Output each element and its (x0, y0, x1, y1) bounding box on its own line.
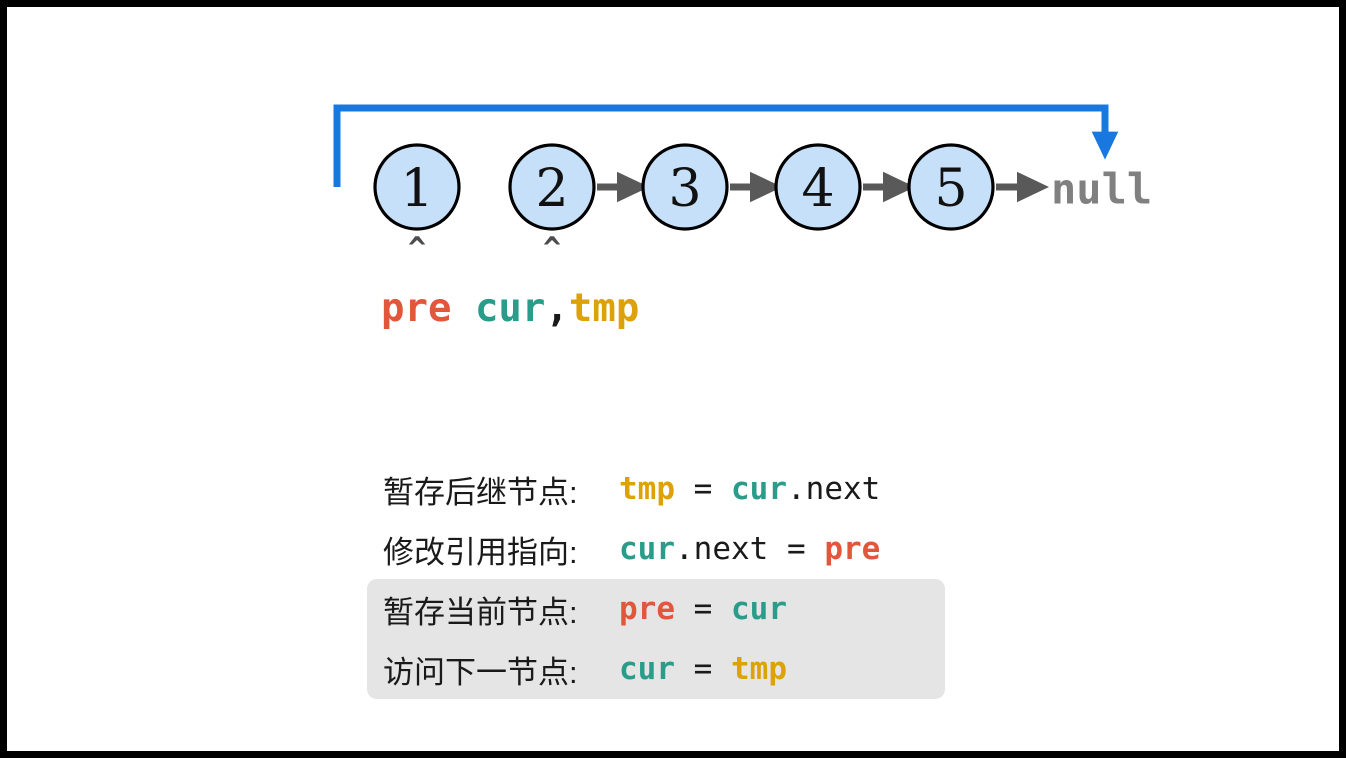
pointer-legend-token-pre: pre (381, 286, 452, 331)
step-label: 修改引用指向: (383, 534, 578, 570)
step-row: 暂存当前节点: pre = cur (367, 579, 945, 639)
list-node-value-1: 1 (400, 159, 433, 219)
code-token: pre (619, 591, 675, 627)
code-token: cur (731, 591, 787, 627)
list-node-value-2: 2 (535, 159, 568, 219)
list-node-circle-3 (641, 143, 729, 231)
list-node-circle-4 (774, 143, 862, 231)
step-label: 暂存当前节点: (383, 594, 578, 630)
list-node-value-4: 4 (801, 159, 834, 219)
linked-list-diagram: 1 2 3 4 5 null ^ ^ (7, 7, 1339, 751)
list-node-circle-5 (907, 143, 995, 231)
pointer-legend-token-cur: cur (474, 286, 546, 331)
list-node-value-3: 3 (668, 159, 701, 219)
step-row: 访问下一节点: cur = tmp (367, 639, 945, 699)
pointer-legend: pre cur,tmp (381, 289, 639, 328)
list-node-circle-2 (508, 143, 596, 231)
pointer-legend-token-: , (545, 286, 569, 331)
list-node-circle-1 (373, 143, 461, 231)
null-terminator-label: null (1051, 165, 1152, 214)
code-token: tmp (619, 471, 675, 507)
step-code: pre = cur (619, 591, 787, 627)
reversed-pointer-arrow (333, 104, 1119, 187)
caret-marker-pre: ^ (408, 232, 426, 267)
code-token: = (675, 591, 731, 627)
code-token: = (675, 651, 731, 687)
step-label: 暂存后继节点: (383, 474, 578, 510)
step-row: 修改引用指向: cur.next = pre (367, 519, 945, 579)
code-token: cur (731, 471, 787, 507)
step-label: 访问下一节点: (383, 654, 578, 690)
step-code: cur = tmp (619, 651, 787, 687)
step-row: 暂存后继节点: tmp = cur.next (367, 459, 945, 519)
step-code: tmp = cur.next (619, 471, 880, 507)
code-token: cur (619, 651, 675, 687)
code-token: cur (619, 531, 675, 567)
code-token: .next = (675, 531, 825, 567)
pointer-legend-token-tmp: tmp (568, 286, 640, 331)
code-token: tmp (731, 651, 787, 687)
list-node-value-5: 5 (934, 159, 967, 219)
code-token: pre (824, 531, 881, 567)
caret-marker-cur: ^ (543, 232, 561, 267)
diagram-canvas: 1 2 3 4 5 null ^ ^ pre cur,tmp 暂存后继节点:tm… (7, 7, 1339, 751)
pointer-legend-token- (451, 286, 474, 331)
code-token: .next (787, 471, 881, 507)
step-code: cur.next = pre (619, 531, 880, 567)
diagram-svg: 1 2 3 4 5 null ^ ^ (333, 104, 1152, 267)
code-token: = (675, 471, 731, 507)
